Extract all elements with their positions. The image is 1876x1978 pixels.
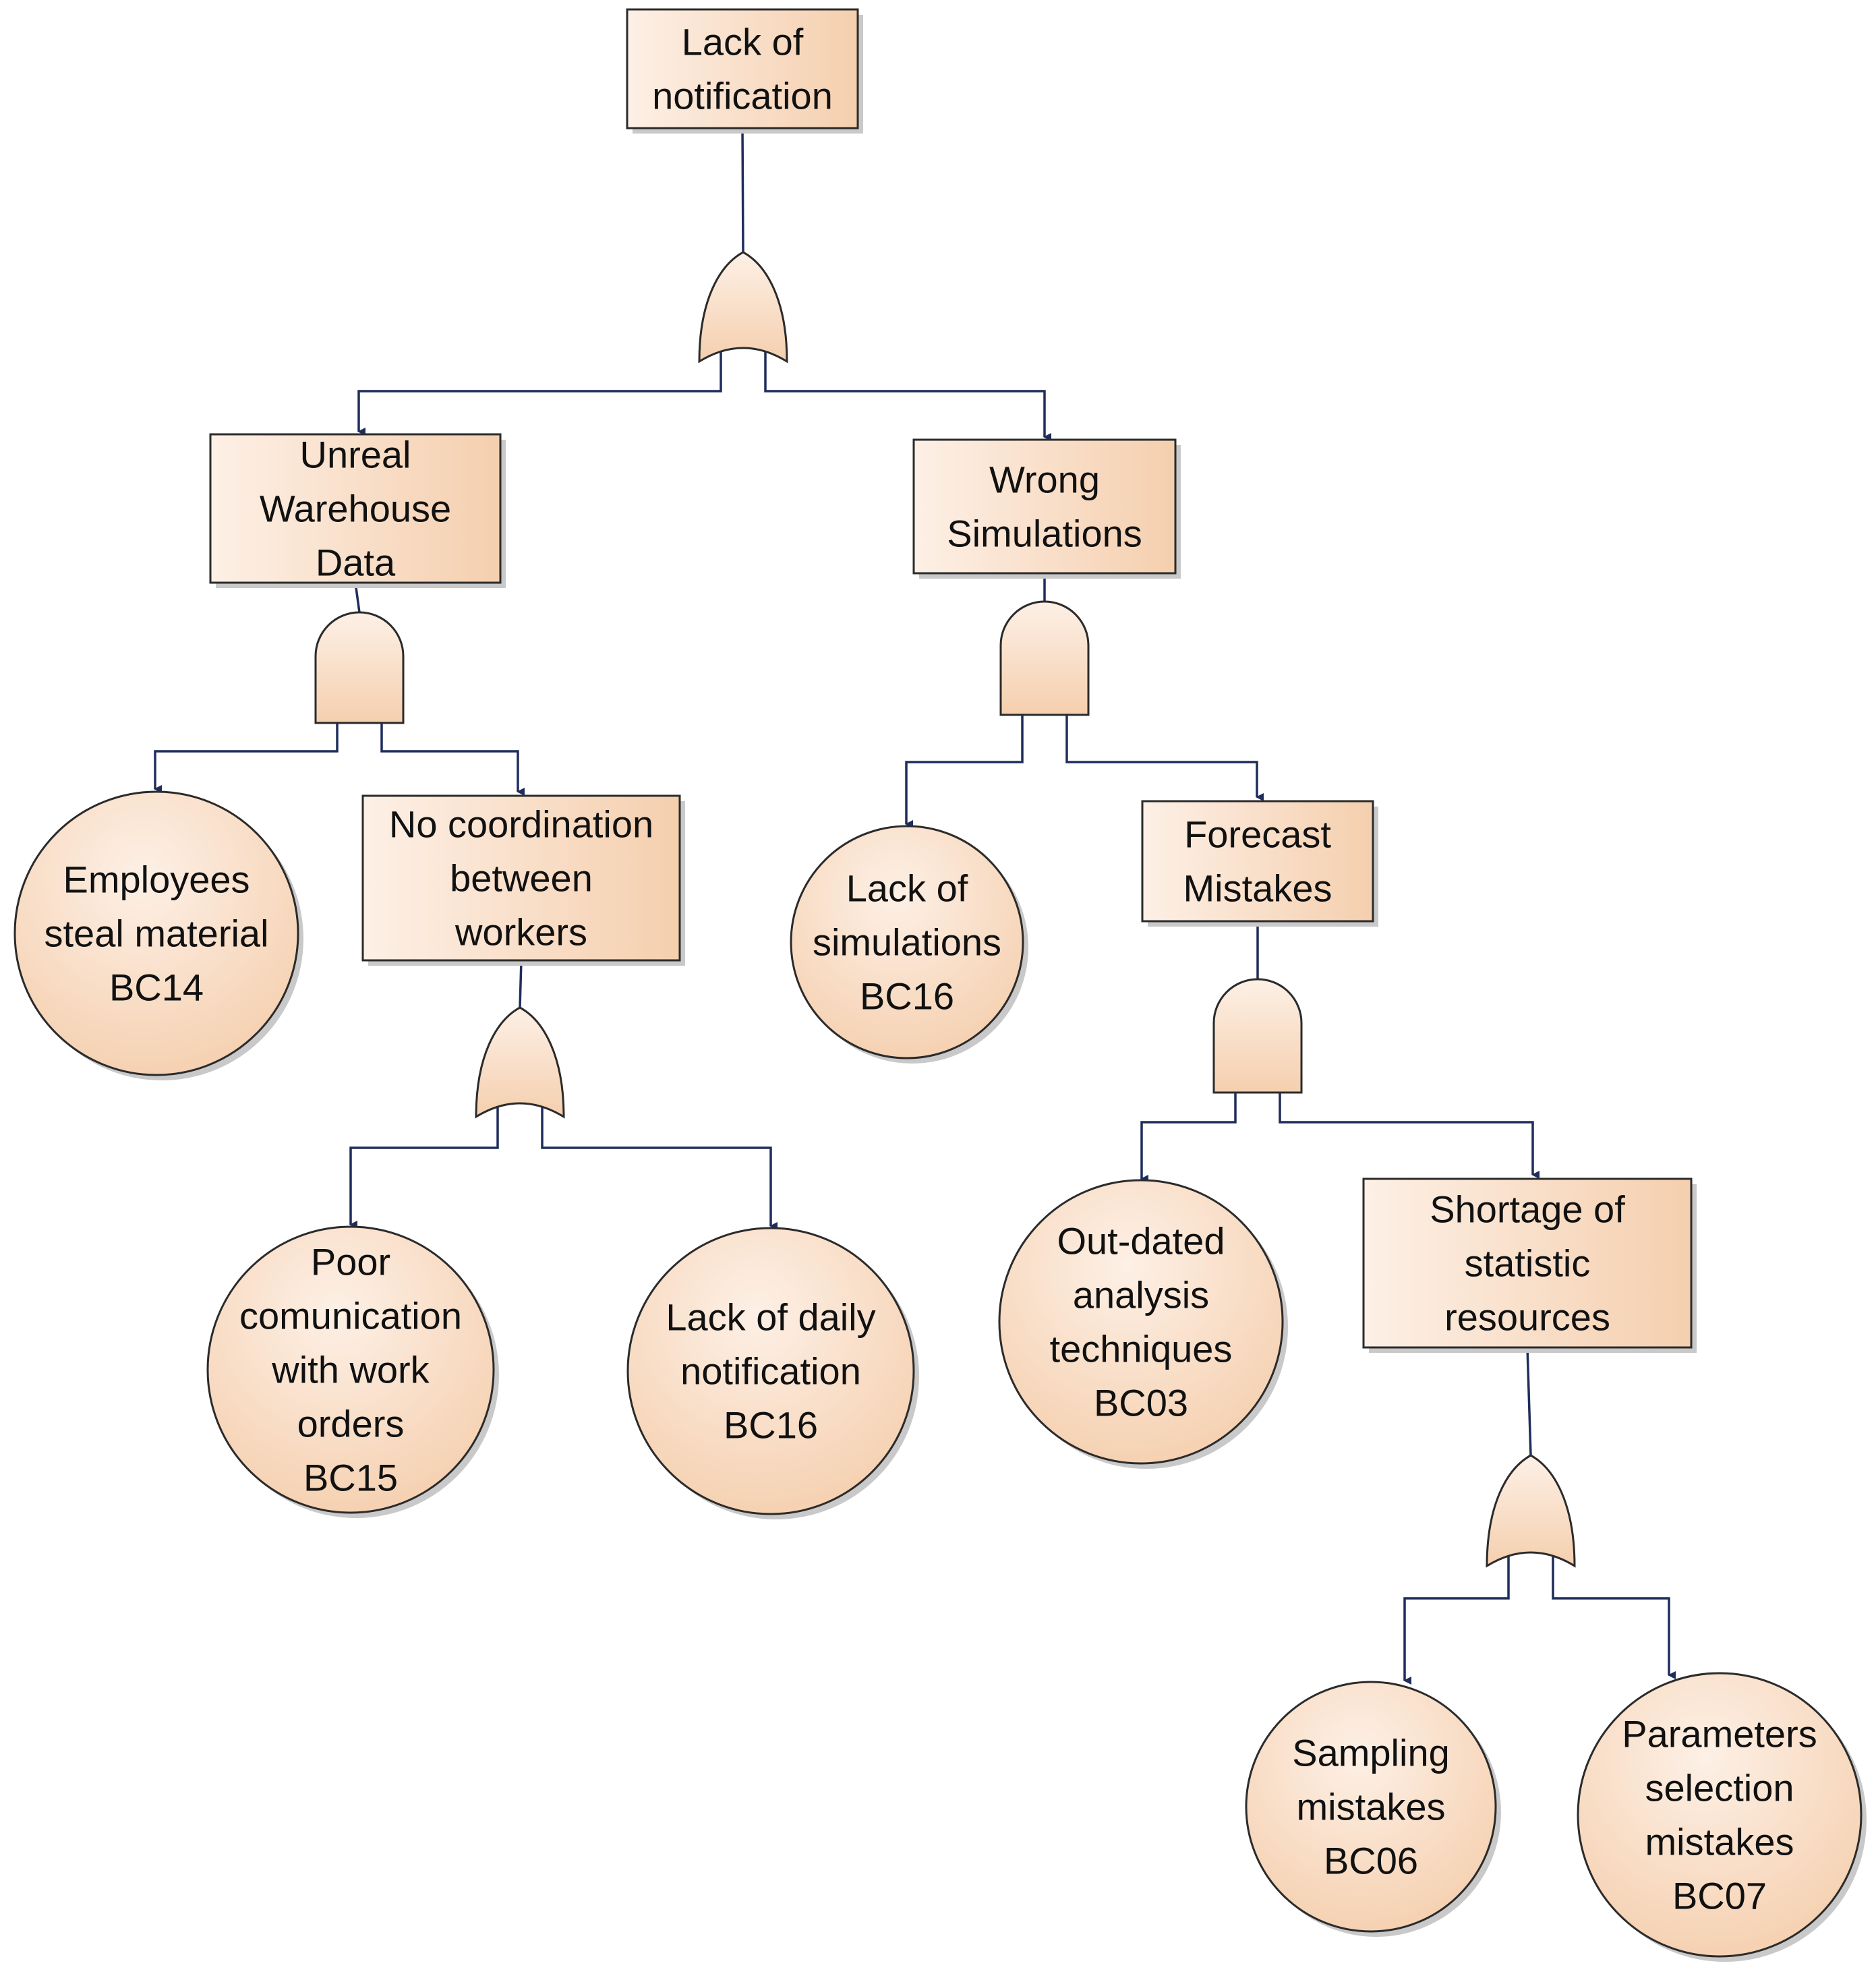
node-label-line: Sampling bbox=[1292, 1732, 1449, 1774]
node-label-line: Forecast bbox=[1184, 813, 1331, 856]
connector-left-arrow bbox=[1140, 1093, 1237, 1183]
connector-line bbox=[741, 127, 744, 253]
or-gate-icon bbox=[475, 1006, 565, 1119]
event-box-no-coordination: No coordination between workers bbox=[361, 794, 685, 966]
connector-left-arrow bbox=[905, 715, 1024, 828]
node-label-line: Wrong bbox=[989, 459, 1100, 501]
node-label-line: BC03 bbox=[1094, 1382, 1188, 1424]
connector-right-arrow bbox=[1279, 1093, 1540, 1179]
connector-left-arrow bbox=[349, 1102, 499, 1229]
connector-layer bbox=[154, 127, 1676, 1685]
box-shape bbox=[1362, 1177, 1693, 1349]
circle-shape bbox=[1245, 1681, 1497, 1933]
connector-left-arrow bbox=[154, 723, 339, 793]
node-label-line: orders bbox=[297, 1403, 405, 1445]
circle-shape bbox=[790, 825, 1024, 1059]
and-gate-icon bbox=[999, 600, 1090, 716]
node-label-line: steal material bbox=[44, 912, 268, 955]
node-label-line: mistakes bbox=[1645, 1821, 1794, 1863]
box-shape bbox=[626, 8, 859, 129]
gate-shape bbox=[999, 600, 1090, 716]
node-label-line: resources bbox=[1444, 1296, 1610, 1339]
node-label-line: No coordination bbox=[389, 803, 653, 846]
node-label-line: workers bbox=[455, 911, 587, 954]
connector-left-arrow bbox=[357, 347, 722, 436]
connector-right-arrow bbox=[1065, 715, 1264, 801]
node-label-line: Simulations bbox=[947, 513, 1142, 555]
node-label-line: notification bbox=[680, 1350, 861, 1393]
connector-right-arrow bbox=[764, 347, 1051, 441]
node-label-line: techniques bbox=[1050, 1328, 1233, 1370]
node-label-line: Out-dated bbox=[1057, 1220, 1225, 1262]
circle-shape bbox=[13, 790, 299, 1076]
or-gate-icon bbox=[698, 251, 788, 363]
node-label-line: notification bbox=[652, 75, 833, 117]
node-label-line: Lack of bbox=[682, 21, 804, 63]
node-label-line: Mistakes bbox=[1183, 867, 1332, 910]
node-label-line: BC16 bbox=[860, 975, 954, 1018]
circle-shape bbox=[998, 1179, 1284, 1465]
node-label-line: between bbox=[450, 857, 593, 900]
connector-left-arrow bbox=[1403, 1551, 1510, 1685]
node-label-line: with work bbox=[271, 1349, 430, 1391]
gate-shape bbox=[475, 1006, 565, 1119]
node-label-line: BC06 bbox=[1324, 1840, 1418, 1882]
circle-shape bbox=[206, 1225, 495, 1514]
and-gate-icon bbox=[314, 611, 405, 724]
node-label-line: BC07 bbox=[1672, 1875, 1767, 1917]
node-label-line: Unreal bbox=[300, 434, 411, 476]
node-label-line: Parameters bbox=[1622, 1713, 1817, 1755]
box-shape bbox=[1141, 800, 1374, 923]
connector-line bbox=[519, 960, 523, 1008]
connector-right-arrow bbox=[541, 1102, 778, 1230]
node-label-line: simulations bbox=[813, 921, 1001, 964]
node-layer: Lack ofnotificationUnrealWarehouseDataWr… bbox=[13, 8, 1867, 1962]
node-label-line: BC15 bbox=[303, 1457, 398, 1499]
node-label-line: analysis bbox=[1073, 1274, 1209, 1316]
box-shape bbox=[361, 794, 681, 962]
gate-shape bbox=[1486, 1454, 1576, 1568]
node-label-line: BC14 bbox=[109, 966, 204, 1009]
box-shape bbox=[912, 438, 1177, 575]
gate-shape bbox=[698, 251, 788, 363]
connector-right-arrow bbox=[1552, 1551, 1676, 1679]
node-label-line: comunication bbox=[239, 1295, 462, 1337]
circle-shape bbox=[626, 1227, 915, 1515]
circle-shape bbox=[1577, 1672, 1863, 1958]
box-shape bbox=[209, 433, 502, 584]
node-label-line: selection bbox=[1645, 1767, 1794, 1809]
node-label-line: Lack of bbox=[846, 867, 968, 910]
node-label-line: Shortage of bbox=[1430, 1188, 1625, 1231]
gate-shape bbox=[314, 611, 405, 724]
node-label-line: Employees bbox=[63, 859, 250, 901]
node-label-line: mistakes bbox=[1297, 1786, 1446, 1828]
or-gate-icon bbox=[1486, 1454, 1576, 1568]
connector-line bbox=[1526, 1347, 1532, 1456]
event-box-shortage-statistic: Shortage of statistic resources bbox=[1362, 1177, 1697, 1353]
node-label-line: statistic bbox=[1465, 1242, 1591, 1285]
gate-layer bbox=[314, 251, 1576, 1568]
node-label-line: Lack of daily bbox=[666, 1296, 875, 1339]
and-gate-icon bbox=[1212, 978, 1303, 1094]
gate-shape bbox=[1212, 978, 1303, 1094]
node-label-line: Warehouse bbox=[260, 488, 451, 530]
event-box-top: Lack of notification bbox=[626, 8, 863, 134]
node-label-line: Data bbox=[316, 542, 396, 584]
connector-right-arrow bbox=[380, 723, 525, 796]
node-label-line: Poor bbox=[311, 1241, 390, 1283]
node-label-line: BC16 bbox=[724, 1404, 818, 1447]
